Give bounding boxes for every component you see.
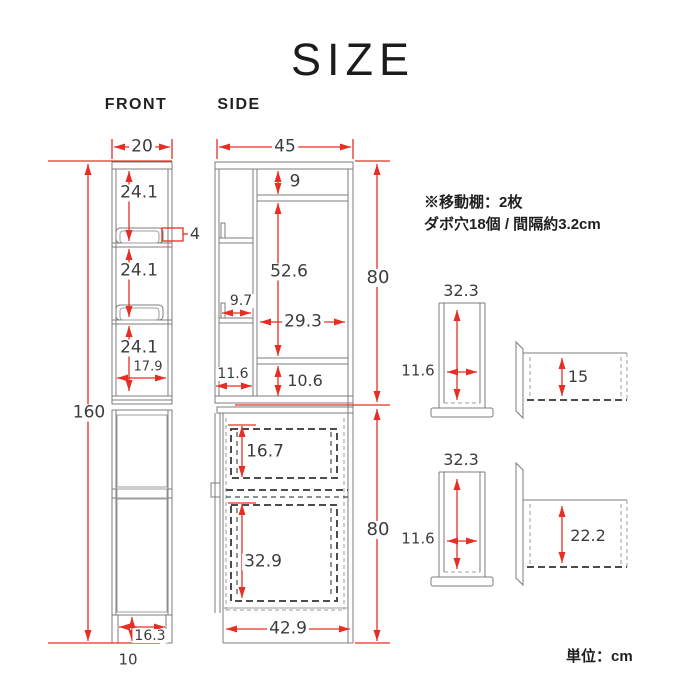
dim-part-large-depth: 32.3 (441, 450, 481, 469)
dim-front-lip-height: 4 (187, 224, 203, 243)
dim-part-large-height: 22.2 (568, 526, 608, 545)
dim-side-bottom-clearance: 10.6 (285, 371, 325, 390)
side-view-label: SIDE (217, 96, 261, 113)
dim-side-upper-shelf-depth: 9.7 (227, 293, 255, 309)
dim-front-inner-width: 17.9 (131, 359, 165, 375)
dim-side-upper-inner-height: 52.6 (268, 261, 310, 282)
dim-side-lower-inner-depth: 42.9 (267, 618, 309, 639)
dim-part-small-height: 15 (565, 367, 591, 386)
dim-front-shelf-gap-3: 24.1 (118, 337, 160, 358)
dim-front-shelf-gap-1: 24.1 (118, 182, 160, 203)
dim-part-small-width: 11.6 (399, 361, 437, 380)
side-view-drawing (210, 161, 354, 644)
unit-note: 単位：cm (566, 648, 633, 665)
dim-front-total-height: 160 (70, 402, 108, 423)
dim-front-leg-inner-width: 16.3 (132, 628, 168, 644)
dim-side-depth: 45 (272, 136, 298, 157)
part-small-drawer-drawing (430, 302, 628, 420)
front-view-label: FRONT (104, 96, 168, 113)
front-view-drawing (111, 161, 173, 644)
dim-front-width: 20 (129, 136, 155, 157)
dim-front-leg-height: 10 (116, 650, 140, 669)
dim-side-lower-section-height: 80 (364, 519, 392, 540)
dim-side-upper-section-height: 80 (364, 267, 392, 288)
dim-side-lower-drawer-height: 32.9 (242, 551, 284, 572)
dim-part-large-width: 11.6 (399, 529, 437, 548)
dim-side-top-clearance: 9 (287, 171, 303, 192)
dim-side-upper-drawer-height: 16.7 (244, 441, 286, 462)
dim-part-small-depth: 32.3 (441, 281, 481, 300)
dim-front-shelf-gap-2: 24.1 (118, 260, 160, 281)
note-movable-shelf: ※移動棚：2枚 (424, 194, 523, 211)
dim-side-inner-depth: 29.3 (282, 311, 324, 332)
note-dowel-holes: ダボ穴18個 / 間隔約3.2cm (424, 216, 601, 233)
part-large-drawer-drawing (430, 461, 628, 587)
dim-side-lower-shelf-depth: 11.6 (215, 366, 251, 382)
page-title: SIZE (290, 34, 416, 85)
